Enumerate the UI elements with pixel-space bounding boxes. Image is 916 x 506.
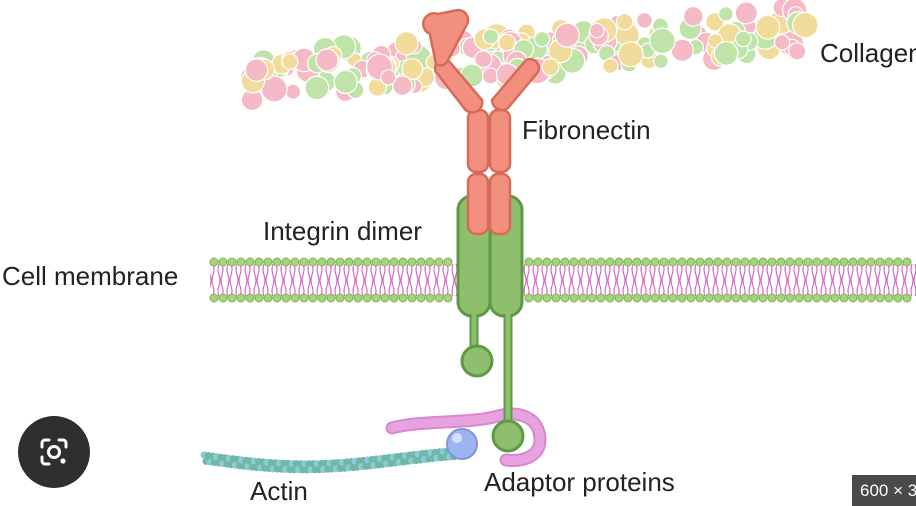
cell-membrane-bilayer [209,257,916,303]
label-fibronectin: Fibronectin [522,115,651,145]
actin-filament [200,446,460,474]
label-adaptor-proteins: Adaptor proteins [484,467,675,497]
adaptor-protein [385,407,547,467]
collagen-fibre [239,0,819,112]
fibronectin [421,8,541,236]
image-size-badge: 600 × 3 [852,475,916,506]
google-lens-icon [40,438,68,466]
google-lens-button[interactable] [18,416,90,488]
label-collagen: Collagen [820,38,916,68]
label-actin: Actin [250,476,308,506]
label-integrin-dimer: Integrin dimer [263,216,422,246]
label-cell-membrane: Cell membrane [2,261,179,291]
